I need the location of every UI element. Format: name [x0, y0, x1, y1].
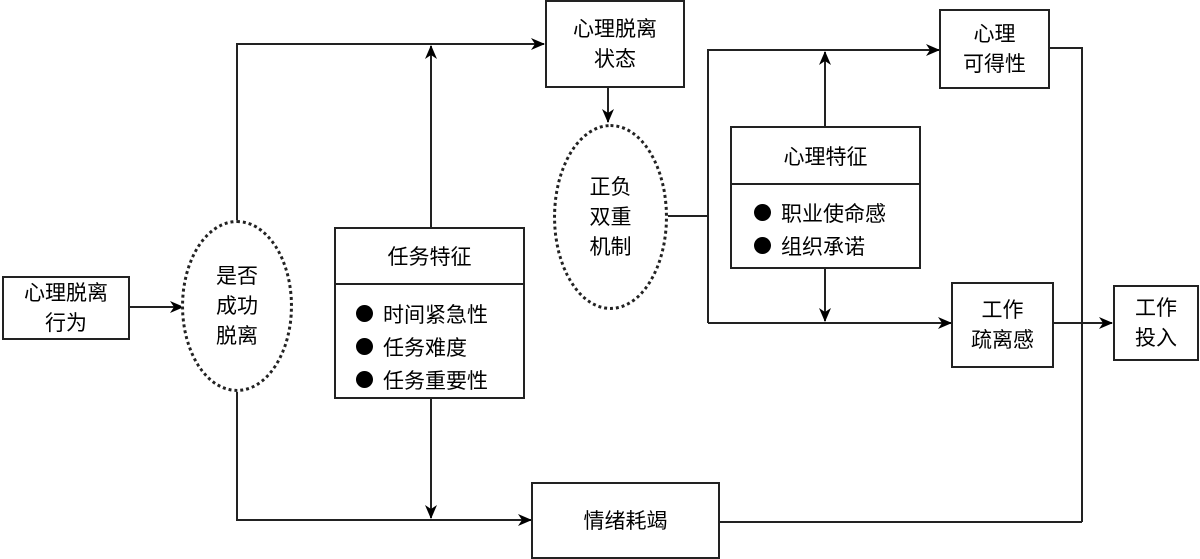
bullet-icon [356, 338, 373, 355]
edge-mechanism-to-availability [707, 44, 940, 323]
node-psych-characteristics: 心理特征 职业使命感 组织承诺 [730, 126, 921, 269]
node-work-alienation: 工作 疏离感 [951, 282, 1054, 368]
bullet-icon [356, 371, 373, 388]
bullet-icon [754, 204, 771, 221]
edge-availability-to-engagement [1049, 47, 1083, 522]
bullet-icon [754, 237, 771, 254]
psych-item: 职业使命感 [754, 196, 919, 229]
node-emotional-exhaustion: 情绪耗竭 [531, 482, 720, 559]
task-item: 任务重要性 [356, 363, 523, 396]
psych-header: 心理特征 [732, 128, 919, 185]
node-detachment-success: 是否 成功 脱离 [181, 220, 293, 392]
node-dual-mechanism: 正负 双重 机制 [553, 124, 668, 310]
node-psych-availability: 心理 可得性 [939, 9, 1050, 89]
node-task-characteristics: 任务特征 时间紧急性 任务难度 任务重要性 [334, 227, 525, 399]
node-detachment-behavior: 心理脱离 行为 [2, 276, 130, 340]
task-item: 任务难度 [356, 330, 523, 363]
task-header: 任务特征 [336, 229, 523, 285]
edge-success-to-exhaustion [236, 392, 532, 526]
psych-item: 组织承诺 [754, 229, 919, 262]
task-item: 时间紧急性 [356, 297, 523, 330]
node-detachment-state: 心理脱离 状态 [545, 0, 685, 88]
bullet-icon [356, 305, 373, 322]
edge-success-to-state [236, 38, 545, 220]
node-work-engagement: 工作 投入 [1113, 285, 1199, 361]
